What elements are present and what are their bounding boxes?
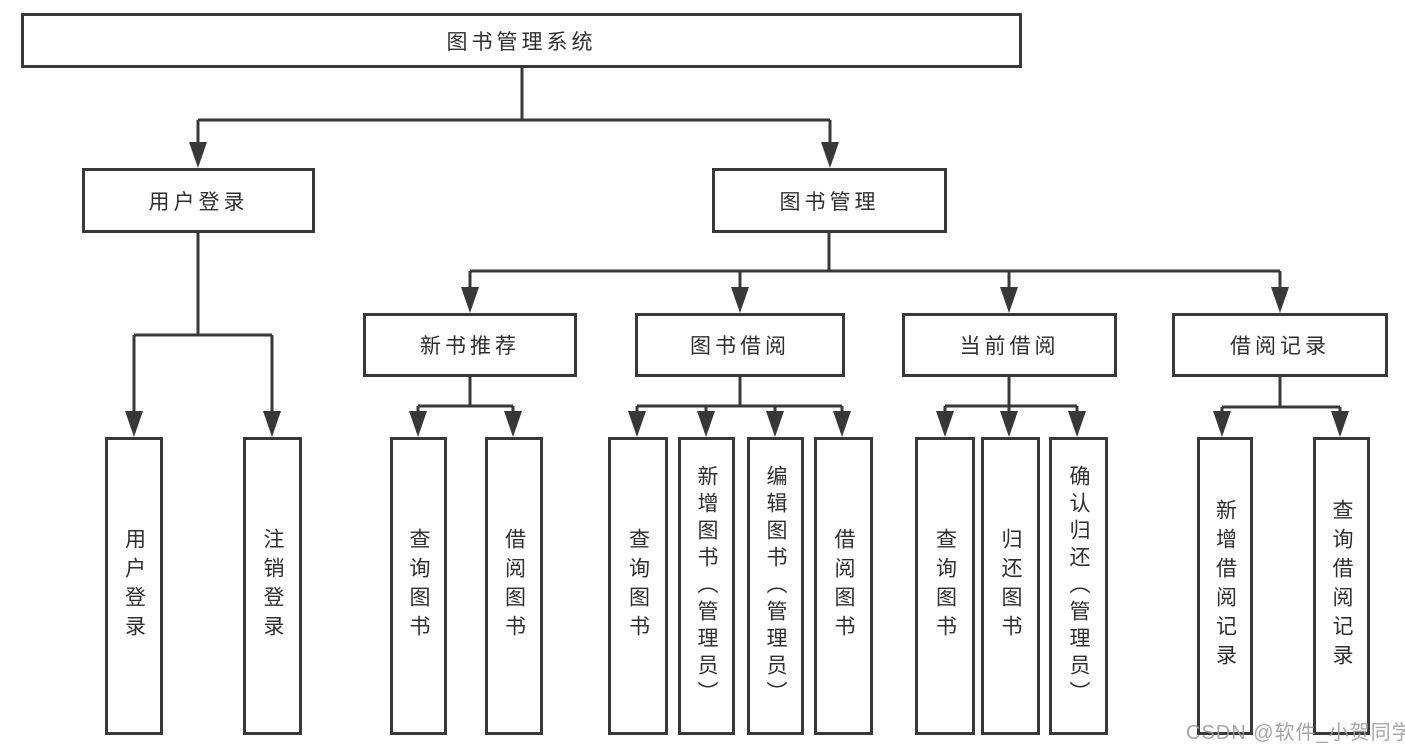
leaf-current-return-books: 归还图书 [981,437,1040,735]
node-new-book-recommend: 新书推荐 [363,313,577,377]
arrowhead-icon [263,411,281,437]
arrowhead-icon [821,142,839,168]
arrowhead-icon [461,287,479,313]
arrowhead-icon [1000,411,1018,437]
leaf-borrow-edit-books-admin: 编辑图书（管理员） [747,437,804,735]
leaf-current-confirm-return-admin: 确认归还（管理员） [1049,437,1108,735]
leaf-query-borrow-record: 查询借阅记录 [1313,437,1370,735]
leaf-add-borrow-record: 新增借阅记录 [1197,437,1253,735]
arrowhead-icon [1068,411,1086,437]
arrowhead-icon [1213,411,1231,437]
leaf-borrow-query-books: 查询图书 [608,437,668,735]
watermark: CSDN @软件_小贺同学 [1186,722,1405,744]
arrowhead-icon [504,411,522,437]
leaf-newbook-query-books: 查询图书 [390,437,447,735]
node-current-borrow: 当前借阅 [902,313,1117,377]
node-borrow-record: 借阅记录 [1172,313,1388,377]
leaf-user-login: 用户登录 [105,437,163,735]
arrowhead-icon [697,411,715,437]
leaf-newbook-borrow-books: 借阅图书 [485,437,543,735]
connector-path [132,66,1342,414]
arrowhead-icon [731,287,749,313]
arrowhead-icon [189,142,207,168]
leaf-logout: 注销登录 [243,437,302,735]
leaf-borrow-borrow-books: 借阅图书 [814,437,873,735]
arrowheads [125,142,1349,437]
arrowhead-icon [766,411,784,437]
node-user-login: 用户登录 [82,168,315,233]
node-book-borrow: 图书借阅 [635,313,845,377]
leaf-borrow-add-books-admin: 新增图书（管理员） [678,437,735,735]
arrowhead-icon [628,411,646,437]
arrowhead-icon [936,411,954,437]
arrowhead-icon [833,411,851,437]
arrowhead-icon [1271,287,1289,313]
arrowhead-icon [125,411,143,437]
arrowhead-icon [1000,287,1018,313]
node-book-management: 图书管理 [712,168,947,233]
node-root: 图书管理系统 [21,13,1022,68]
arrowhead-icon [1331,411,1349,437]
arrowhead-icon [409,411,427,437]
leaf-current-query-books: 查询图书 [915,437,975,735]
